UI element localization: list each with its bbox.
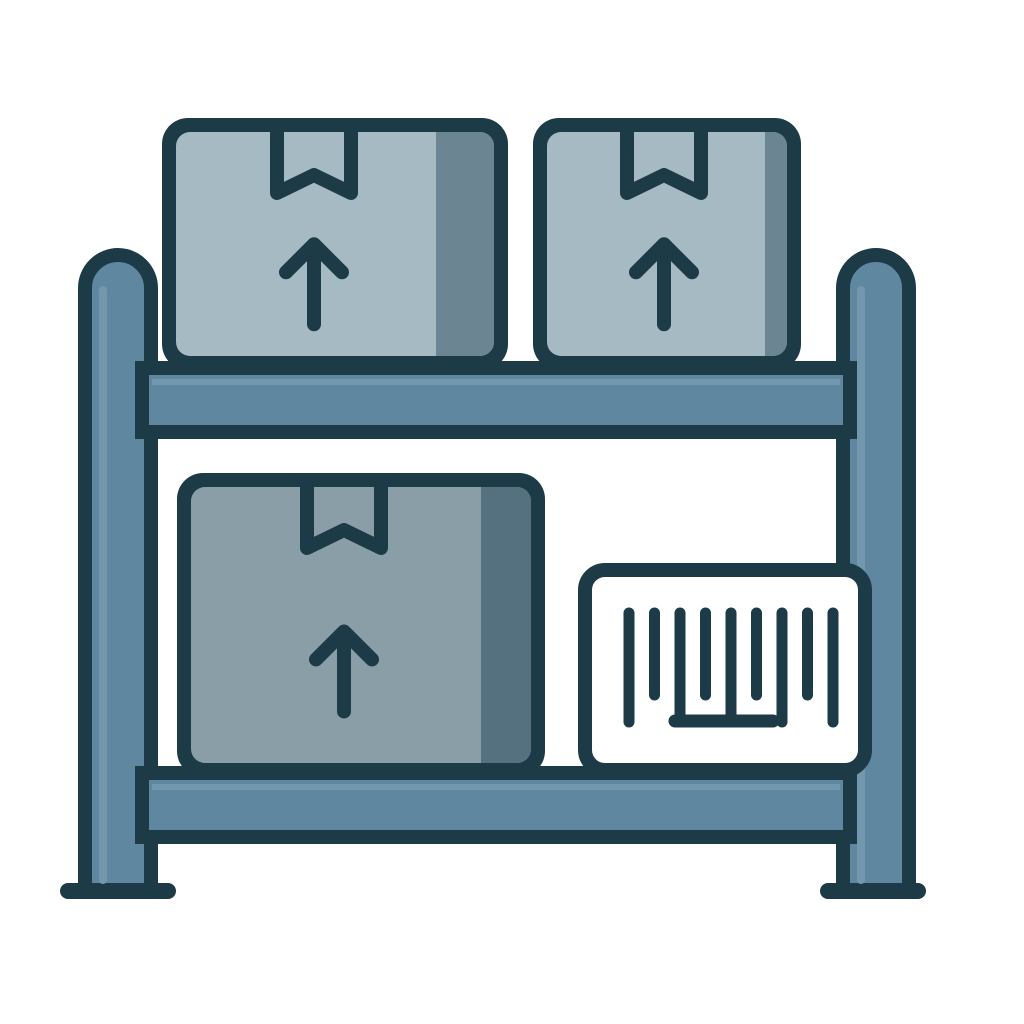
box-bottom-left xyxy=(177,473,545,777)
arrow-up-icon xyxy=(629,237,699,332)
arrow-up-icon xyxy=(309,624,379,719)
box-top-right-side-shade xyxy=(765,132,787,356)
tape-flap-icon xyxy=(300,487,388,555)
barcode-icon xyxy=(623,607,839,728)
tape-flap-icon xyxy=(620,132,708,200)
arrow-up-icon xyxy=(279,237,349,332)
tape-flap-icon xyxy=(270,132,358,200)
boxes xyxy=(162,118,801,777)
box-top-left-face xyxy=(176,132,494,356)
box-bottom-left-side-shade xyxy=(481,487,531,763)
shelf-frame xyxy=(60,248,926,899)
box-top-left xyxy=(162,118,508,370)
barcode-label xyxy=(578,563,872,777)
box-top-left-side-shade xyxy=(436,132,494,356)
lower-shelf xyxy=(135,766,857,844)
box-top-right xyxy=(533,118,801,370)
box-bottom-left-face xyxy=(191,487,531,763)
upper-shelf xyxy=(135,361,857,439)
